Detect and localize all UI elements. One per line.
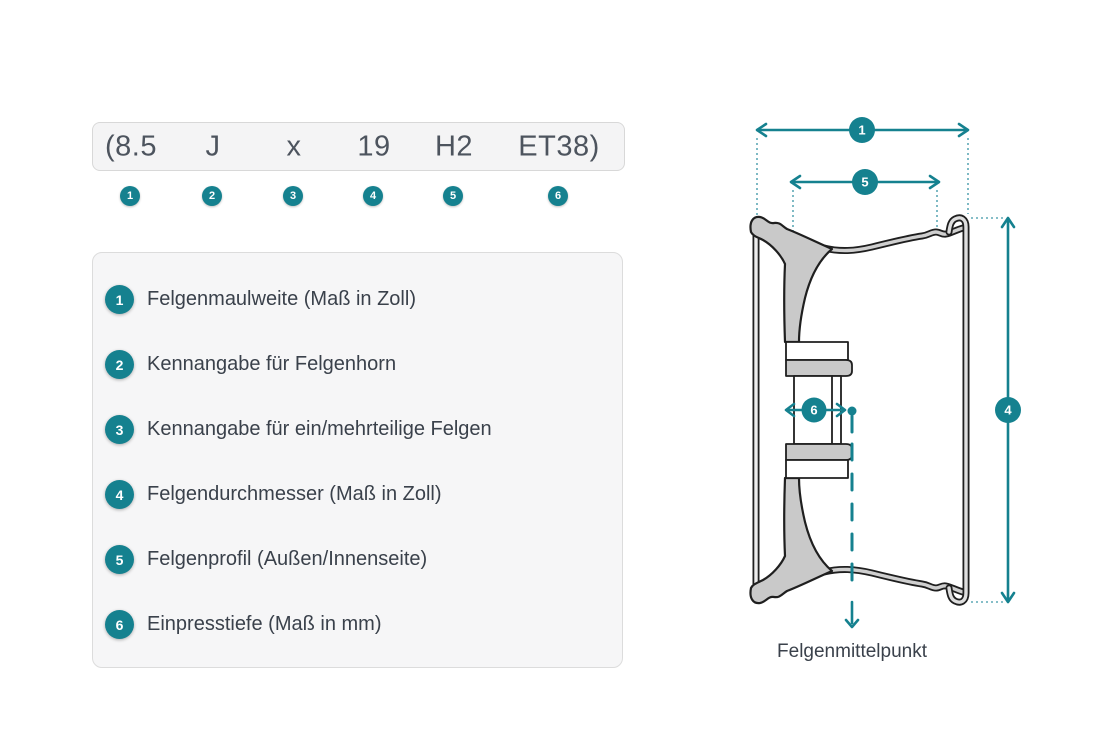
designation-token-3: x bbox=[286, 130, 302, 162]
designation-token-5: H2 bbox=[434, 130, 474, 162]
number-badge: 6 bbox=[548, 186, 568, 206]
legend-label: Felgenprofil (Außen/Innenseite) bbox=[147, 548, 428, 570]
rim-spoke-top bbox=[749, 215, 834, 344]
dim-badge-diameter bbox=[995, 397, 1021, 423]
rim-diagram: 1 5 4 6 bbox=[749, 117, 1021, 629]
legend-panel: 1 Felgenmaulweite (Maß in Zoll) 2 Kennan… bbox=[92, 252, 623, 668]
legend-badge: 4 bbox=[105, 480, 134, 509]
number-badge: 3 bbox=[283, 186, 303, 206]
dim-badge-profile bbox=[852, 169, 878, 195]
dim-badge-width bbox=[849, 117, 875, 143]
rim-barrel-top bbox=[820, 224, 967, 254]
legend-label: Felgendurchmesser (Maß in Zoll) bbox=[147, 483, 442, 505]
rim-flange-right bbox=[945, 214, 970, 606]
legend-item: 3 Kennangabe für ein/mehrteilige Felgen bbox=[105, 397, 622, 462]
designation-token-2: J bbox=[205, 130, 221, 162]
legend-badge: 3 bbox=[105, 415, 134, 444]
legend-badge: 2 bbox=[105, 350, 134, 379]
dim-badge-width-label: 1 bbox=[858, 123, 865, 138]
number-badge: 5 bbox=[443, 186, 463, 206]
designation-token-4: 19 bbox=[357, 130, 391, 162]
dim-badge-offset bbox=[801, 397, 827, 423]
rim-barrel-bottom bbox=[820, 566, 967, 596]
legend-badge: 6 bbox=[105, 610, 134, 639]
hub-step-top bbox=[785, 341, 849, 361]
hub-step-bottom bbox=[785, 459, 849, 479]
rim-spoke-bottom bbox=[749, 476, 834, 605]
legend-item: 4 Felgendurchmesser (Maß in Zoll) bbox=[105, 462, 622, 527]
designation-box: (8.5 J x 19 H2 ET38) bbox=[92, 122, 625, 171]
legend-item: 1 Felgenmaulweite (Maß in Zoll) bbox=[105, 267, 622, 332]
hub-pad-bottom bbox=[785, 443, 853, 461]
hub-pad-top bbox=[785, 359, 853, 377]
legend-label: Einpresstiefe (Maß in mm) bbox=[147, 613, 382, 635]
rim-flange-right-core bbox=[947, 216, 968, 604]
rim-centerline bbox=[844, 406, 860, 629]
dim-badge-diameter-label: 4 bbox=[1004, 403, 1012, 418]
number-badge: 1 bbox=[120, 186, 140, 206]
legend-label: Felgenmaulweite (Maß in Zoll) bbox=[147, 288, 416, 310]
number-badge: 4 bbox=[363, 186, 383, 206]
center-dot bbox=[847, 406, 857, 416]
centerline-arrowhead bbox=[844, 618, 860, 629]
rim-cross-section bbox=[749, 214, 970, 606]
legend-badge: 1 bbox=[105, 285, 134, 314]
legend-label: Kennangabe für Felgenhorn bbox=[147, 353, 397, 375]
dim-badge-profile-label: 5 bbox=[861, 175, 868, 190]
legend-item: 5 Felgenprofil (Außen/Innenseite) bbox=[105, 527, 622, 592]
diagram-caption: Felgenmittelpunkt bbox=[777, 641, 927, 662]
number-badge: 2 bbox=[202, 186, 222, 206]
legend-item: 6 Einpresstiefe (Maß in mm) bbox=[105, 592, 622, 657]
legend-badge: 5 bbox=[105, 545, 134, 574]
dim-badge-offset-label: 6 bbox=[810, 403, 817, 418]
designation-badges: 1 2 3 4 5 6 bbox=[92, 186, 623, 208]
legend-label: Kennangabe für ein/mehrteilige Felgen bbox=[147, 418, 492, 440]
extension-lines bbox=[756, 138, 1003, 603]
designation-token-1: (8.5 bbox=[105, 130, 157, 162]
designation-token-6: ET38) bbox=[518, 130, 600, 162]
legend-item: 2 Kennangabe für Felgenhorn bbox=[105, 332, 622, 397]
